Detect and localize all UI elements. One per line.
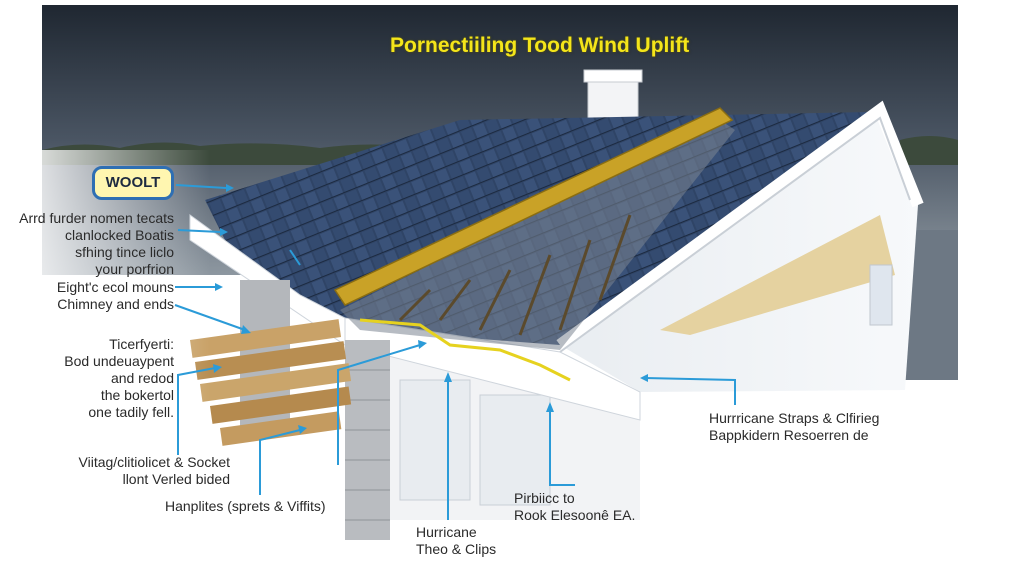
leader-1 [177,229,221,233]
hurricane-clips-line [359,318,571,382]
battens [398,214,632,336]
leader-9 [644,377,736,405]
label-hurricane-straps: Hurrricane Straps & Clfirieg Bappkidern … [709,410,880,443]
gable-fascia [556,100,924,350]
leader-3 [174,304,246,331]
leader-5 [259,429,301,495]
leader-arrowheads [213,184,648,434]
leader-badge [175,184,227,189]
leader-4 [177,367,216,455]
label-roof-edge: Pirbiicc to Rook Elesoonê EA. [514,490,636,523]
ridge-beam [333,107,734,306]
leader-10 [289,249,301,266]
diagram-title: Pornectiiling Tood Wind Uplift [390,34,690,57]
attic-underside [660,215,895,335]
label-chimney: Eight'c ecol mouns Chimney and ends [56,279,174,312]
leader-8 [549,410,575,486]
label-board-lock: Arrd furder nomen tecats clanlocked Boat… [19,210,174,277]
label-socket: Viitag/clitiolicet & Socket llont Verled… [78,454,230,487]
leader-6 [337,344,421,465]
exposed-underlayment [340,120,735,350]
leader-lines [174,184,736,520]
label-hurricane-clips: Hurricane Theo & Clips [416,524,497,557]
logo-badge: WOOLT [92,166,174,200]
stone-pillar [345,340,390,565]
label-underlayment: Ticerfyerti: Bod undeuaypent and redod t… [64,336,174,420]
window-right [869,264,893,326]
gable-wall [560,112,918,392]
label-hanplites: Hanplites (sprets & Viffits) [165,498,326,514]
lumber-stack [190,319,352,446]
